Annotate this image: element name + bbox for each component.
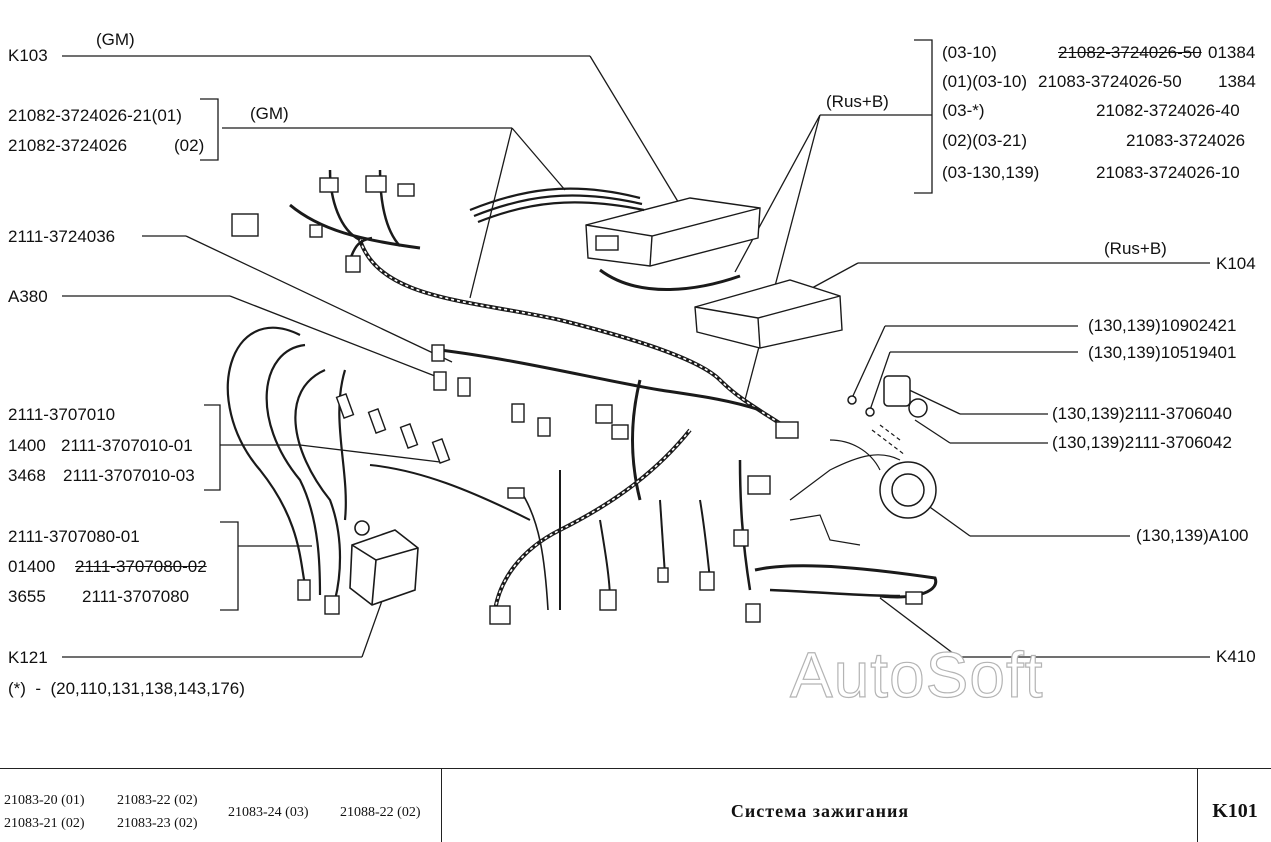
label-a100: (130,139)A100 bbox=[1136, 526, 1249, 545]
ecu-k103 bbox=[585, 197, 761, 267]
footer-model-5: 21083-24 (03) bbox=[228, 805, 309, 820]
footer-model-1: 21083-20 (01) bbox=[4, 793, 85, 808]
ecu-rb-row-3-cond: (03-*) bbox=[942, 101, 985, 120]
footnote: (*) - (20,110,131,138,143,176) bbox=[8, 679, 245, 698]
label-a380: A380 bbox=[8, 287, 48, 306]
ecu-rb-row-5-part: 21083-3724026-10 bbox=[1096, 163, 1240, 182]
ecu-rb-row-3-part: 21082-3724026-40 bbox=[1096, 101, 1240, 120]
label-2111-3724036: 2111-3724036 bbox=[8, 227, 116, 246]
engine-block bbox=[789, 424, 906, 546]
hv-ignition-wires bbox=[226, 326, 347, 601]
label-k121: K121 bbox=[8, 648, 48, 667]
leader-k103-diag bbox=[589, 55, 681, 206]
footer-model-3: 21083-22 (02) bbox=[117, 793, 198, 808]
label-coil-2: 2111-3707010-01 bbox=[61, 436, 193, 455]
label-rus-b-mid: (Rus+B) bbox=[1104, 239, 1167, 258]
bracket-ecu-gm bbox=[200, 98, 219, 161]
label-2111-3706040: (130,139)2111-3706040 bbox=[1052, 404, 1232, 423]
ecu-rb-row-4-part: 21083-3724026 bbox=[1126, 131, 1246, 150]
ecu-rb-row-5-cond: (03-130,139) bbox=[942, 163, 1040, 182]
footer-title-cell: Система зажигания bbox=[443, 769, 1198, 842]
label-gm-mid: (GM) bbox=[250, 104, 289, 123]
ecu-rb-row-4-cond: (02)(03-21) bbox=[942, 131, 1028, 150]
footer-model-2: 21083-21 (02) bbox=[4, 816, 85, 831]
label-k103: K103 bbox=[8, 46, 48, 65]
ecu-rb-row-1-cond: (03-10) bbox=[942, 43, 997, 62]
bracket-wires bbox=[220, 521, 239, 611]
label-2111-3706042: (130,139)2111-3706042 bbox=[1052, 433, 1232, 452]
main-harness bbox=[289, 169, 938, 611]
footer-bar: 21083-20 (01) 21083-21 (02) 21083-22 (02… bbox=[0, 768, 1271, 842]
label-10902421: (130,139)10902421 bbox=[1088, 316, 1237, 335]
bracket-ecu-rb bbox=[914, 39, 933, 194]
label-10519401: (130,139)10519401 bbox=[1088, 343, 1237, 362]
phase-sensor bbox=[847, 375, 937, 519]
label-coil-2-pre: 1400 bbox=[8, 436, 46, 455]
label-wires-3-pre: 3655 bbox=[8, 587, 46, 606]
ecu-rb-row-2-cond: (01)(03-10) bbox=[942, 72, 1028, 91]
spark-plugs bbox=[335, 393, 451, 464]
footer-model-4: 21083-23 (02) bbox=[117, 816, 198, 831]
label-ecu-gm-2-note: (02) bbox=[174, 136, 205, 155]
ignition-module bbox=[349, 520, 419, 606]
label-k104: K104 bbox=[1216, 254, 1256, 273]
footer-models-cell: 21083-20 (01) 21083-21 (02) 21083-22 (02… bbox=[0, 769, 442, 842]
connectors bbox=[231, 175, 923, 625]
footer-model-6: 21088-22 (02) bbox=[340, 805, 421, 820]
ecu-k104 bbox=[694, 279, 843, 349]
page-title: Система зажигания bbox=[730, 801, 910, 821]
label-rus-b-top: (Rus+B) bbox=[826, 92, 889, 111]
label-wires-1: 2111-3707080-01 bbox=[8, 527, 140, 546]
bracket-coil bbox=[204, 404, 221, 491]
ecu-rb-row-2-part: 21083-3724026-50 bbox=[1038, 72, 1182, 91]
label-ecu-gm-1: 21082-3724026-21(01) bbox=[8, 106, 182, 125]
ecu-rb-row-1-part: 21082-3724026-50 bbox=[1058, 43, 1202, 62]
label-coil-1: 2111-3707010 bbox=[8, 405, 116, 424]
label-gm-top: (GM) bbox=[96, 30, 135, 49]
label-k410: K410 bbox=[1216, 647, 1256, 666]
section-code: K101 bbox=[1212, 800, 1258, 822]
label-coil-3: 2111-3707010-03 bbox=[63, 466, 195, 485]
label-coil-3-pre: 3468 bbox=[8, 466, 46, 485]
ecu-rb-row-2-extra: 1384 bbox=[1218, 72, 1256, 91]
label-ecu-gm-2: 21082-3724026 bbox=[8, 136, 128, 155]
autosoft-watermark: AutoSoft bbox=[789, 639, 1044, 711]
label-wires-2-pre: 01400 bbox=[8, 557, 56, 576]
footer-code-cell: K101 bbox=[1199, 769, 1271, 842]
ecu-rb-row-1-extra: 01384 bbox=[1208, 43, 1256, 62]
ribbon-cable bbox=[469, 187, 645, 224]
label-wires-3: 2111-3707080 bbox=[82, 587, 190, 606]
label-wires-2: 2111-3707080-02 bbox=[75, 557, 207, 576]
